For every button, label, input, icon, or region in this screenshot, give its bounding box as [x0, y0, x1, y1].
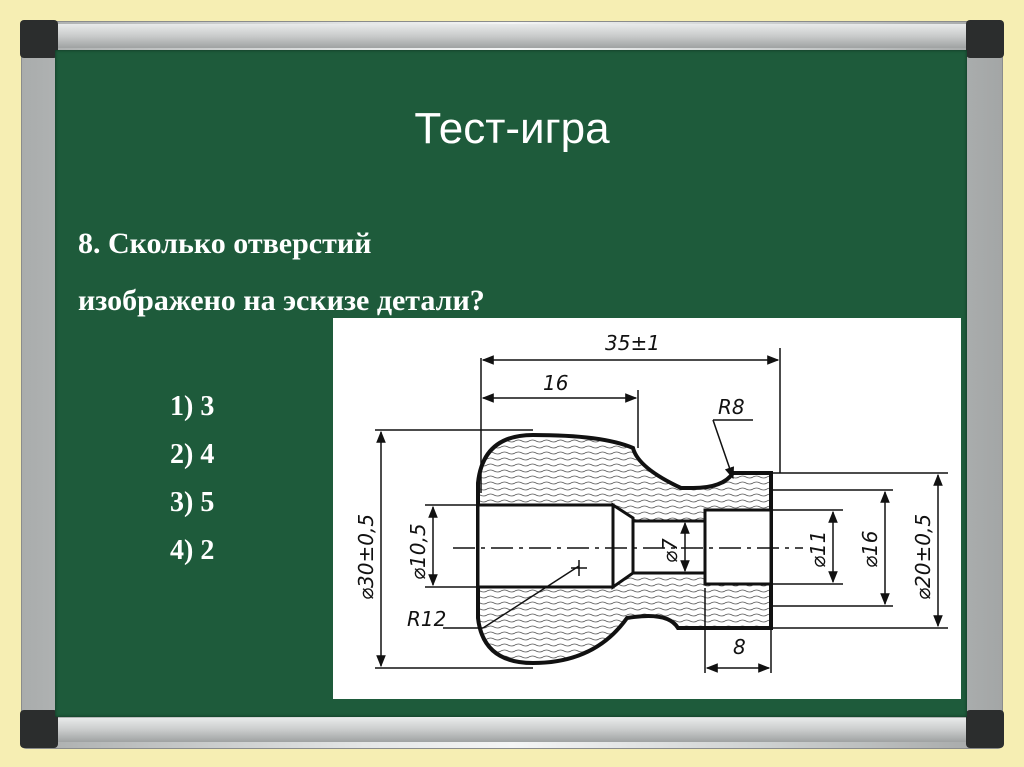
frame-corner [966, 20, 1004, 58]
part-sketch-drawing: 35±1 16 R8 ⌀30±0,5 ⌀10,5 ⌀7 ⌀11 ⌀16 ⌀20±… [354, 331, 948, 673]
dim-hole-diameter-2: ⌀7 [658, 538, 682, 563]
dim-hole-diameter-3: ⌀11 [806, 531, 830, 569]
answer-option-1[interactable]: 1) 3 [170, 391, 215, 422]
slide-title: Тест-игра [414, 104, 610, 153]
dim-outer-diameter: ⌀30±0,5 [354, 514, 378, 600]
part-sketch: 35±1 16 R8 ⌀30±0,5 ⌀10,5 ⌀7 ⌀11 ⌀16 ⌀20±… [333, 318, 961, 699]
frame-bottom-rail [40, 718, 984, 742]
answer-option-4[interactable]: 4) 2 [170, 535, 215, 566]
dim-shoulder-diameter: ⌀16 [858, 531, 882, 569]
answer-option-3[interactable]: 3) 5 [170, 487, 215, 518]
dim-sphere-radius: R12 [407, 607, 446, 631]
frame-corner [20, 710, 58, 748]
dim-neck-radius: R8 [718, 395, 745, 419]
dimension-lines [375, 348, 948, 673]
frame-top-rail [40, 24, 984, 48]
dimension-labels: 35±1 16 R8 ⌀30±0,5 ⌀10,5 ⌀7 ⌀11 ⌀16 ⌀20±… [354, 331, 935, 659]
frame-corner [20, 20, 58, 58]
part-body [453, 432, 803, 666]
frame-corner [966, 710, 1004, 748]
answer-option-2[interactable]: 2) 4 [170, 439, 215, 470]
dim-hole-diameter-1: ⌀10,5 [406, 523, 430, 580]
question-text: 8. Сколько отверстий изображено на эскиз… [78, 227, 485, 317]
dim-total-length: 35±1 [605, 331, 660, 355]
answer-list: 1) 3 2) 4 3) 5 4) 2 [170, 383, 214, 575]
dim-end-diameter: ⌀20±0,5 [911, 514, 935, 600]
dim-head-length: 16 [543, 371, 568, 395]
dim-end-length: 8 [733, 635, 746, 659]
